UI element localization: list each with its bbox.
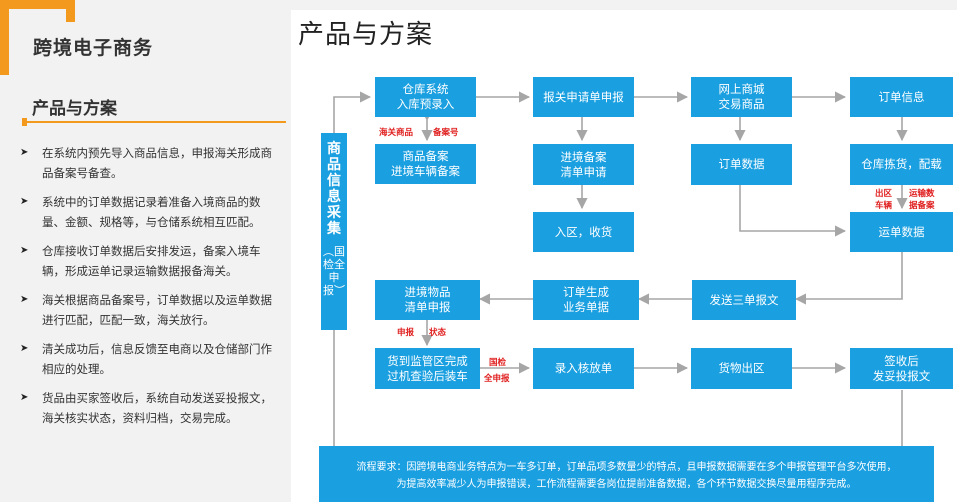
label-status: 状态 bbox=[429, 328, 447, 338]
entry-record-box: 进境备案 清单申请 bbox=[533, 144, 634, 185]
arrow-bullet-icon: ➤ bbox=[20, 245, 29, 256]
product-info-collection-box: 商品信息采集 ︵国检全申报︶ bbox=[321, 133, 347, 330]
warehouse-system-box: 仓库系统 入库预录入 bbox=[375, 77, 476, 117]
label-ciq-2: 全申报 bbox=[484, 374, 510, 384]
label-ciq-1: 国检 bbox=[489, 358, 507, 368]
sidebar-title: 跨境电子商务 bbox=[33, 37, 154, 59]
top-bar bbox=[291, 0, 957, 10]
bullet-list: ➤在系统内预先导入商品信息，申报海关形成商品备案号备查。 ➤系统中的订单数据记录… bbox=[18, 143, 276, 437]
process-requirement-box: 流程要求：因跨境电商业务特点为一车多订单，订单品项多数量少的特点，且申报数据需要… bbox=[319, 446, 934, 502]
page-title: 产品与方案 bbox=[298, 20, 434, 50]
label-customs-product: 海关商品 bbox=[379, 128, 414, 138]
order-gen-box: 订单生成 业务单据 bbox=[533, 280, 639, 320]
enter-zone-box: 入区，收货 bbox=[533, 212, 634, 252]
list-item: ➤仓库接收订单数据后安排发运，备案入境车辆，形成运单记录运输数据报备海关。 bbox=[18, 241, 276, 281]
vertical-box-main-text: 商品信息采集 bbox=[327, 141, 341, 237]
order-info-box: 订单信息 bbox=[850, 77, 953, 117]
label-record-no: 备案号 bbox=[433, 128, 459, 138]
label-exit-vehicle-1: 出区 bbox=[875, 189, 893, 199]
left-panel bbox=[0, 0, 291, 502]
arrow-bullet-icon: ➤ bbox=[20, 147, 29, 158]
vertical-box-sub-text: ︵国检全申报︶ bbox=[323, 245, 345, 297]
list-item: ➤海关根据商品备案号，订单数据以及运单数据进行匹配，匹配一致，海关放行。 bbox=[18, 290, 276, 330]
connector bbox=[794, 252, 903, 305]
order-data-box: 订单数据 bbox=[691, 144, 792, 185]
product-record-box: 商品备案 进境车辆备案 bbox=[375, 144, 476, 184]
section-title: 产品与方案 bbox=[32, 99, 117, 119]
label-transport-2: 据备案 bbox=[909, 201, 935, 211]
list-item: ➤系统中的订单数据记录着准备入境商品的数量、金额、规格等，与仓储系统相互匹配。 bbox=[18, 192, 276, 232]
customs-apply-box: 报关申请单申报 bbox=[533, 77, 634, 117]
list-item: ➤货品由买家签收后，系统自动发送妥投报文，海关核实状态，资料归档，交易完成。 bbox=[18, 388, 276, 428]
send-three-box: 发送三单报文 bbox=[692, 280, 796, 320]
picking-box: 仓库拣货，配载 bbox=[850, 144, 953, 185]
signed-box: 签收后 发妥投报文 bbox=[850, 348, 953, 389]
arrow-bullet-icon: ➤ bbox=[20, 196, 29, 207]
arrive-zone-box: 货到监管区完成 过机查验后装车 bbox=[375, 348, 480, 389]
online-mall-box: 网上商城 交易商品 bbox=[691, 77, 792, 117]
label-exit-vehicle-2: 车辆 bbox=[875, 201, 893, 211]
waybill-box: 运单数据 bbox=[850, 212, 953, 252]
corner-accent bbox=[0, 0, 75, 9]
arrow-bullet-icon: ➤ bbox=[20, 343, 29, 354]
connector bbox=[333, 91, 372, 133]
release-order-box: 录入核放单 bbox=[533, 348, 634, 389]
connector bbox=[739, 185, 847, 237]
section-divider bbox=[22, 121, 286, 123]
requirement-line-1: 流程要求：因跨境电商业务特点为一车多订单，订单品项多数量少的特点，且申报数据需要… bbox=[356, 462, 897, 473]
corner-accent-vertical bbox=[0, 0, 9, 75]
arrow-bullet-icon: ➤ bbox=[20, 294, 29, 305]
requirement-line-2: 为提高效率减少人为申报错误，工作流程需要各岗位提前准备数据，各个环节数据交换尽量… bbox=[396, 479, 857, 490]
label-transport-1: 运输数 bbox=[909, 189, 935, 199]
list-item: ➤清关成功后，信息反馈至电商以及仓储部门作相应的处理。 bbox=[18, 339, 276, 379]
arrow-bullet-icon: ➤ bbox=[20, 392, 29, 403]
goods-out-box: 货物出区 bbox=[691, 348, 792, 389]
corner-accent-end bbox=[66, 0, 75, 22]
label-declare: 申报 bbox=[397, 328, 415, 338]
entry-goods-box: 进境物品 清单申报 bbox=[375, 280, 480, 320]
section-divider-mark bbox=[22, 118, 27, 126]
list-item: ➤在系统内预先导入商品信息，申报海关形成商品备案号备查。 bbox=[18, 143, 276, 183]
